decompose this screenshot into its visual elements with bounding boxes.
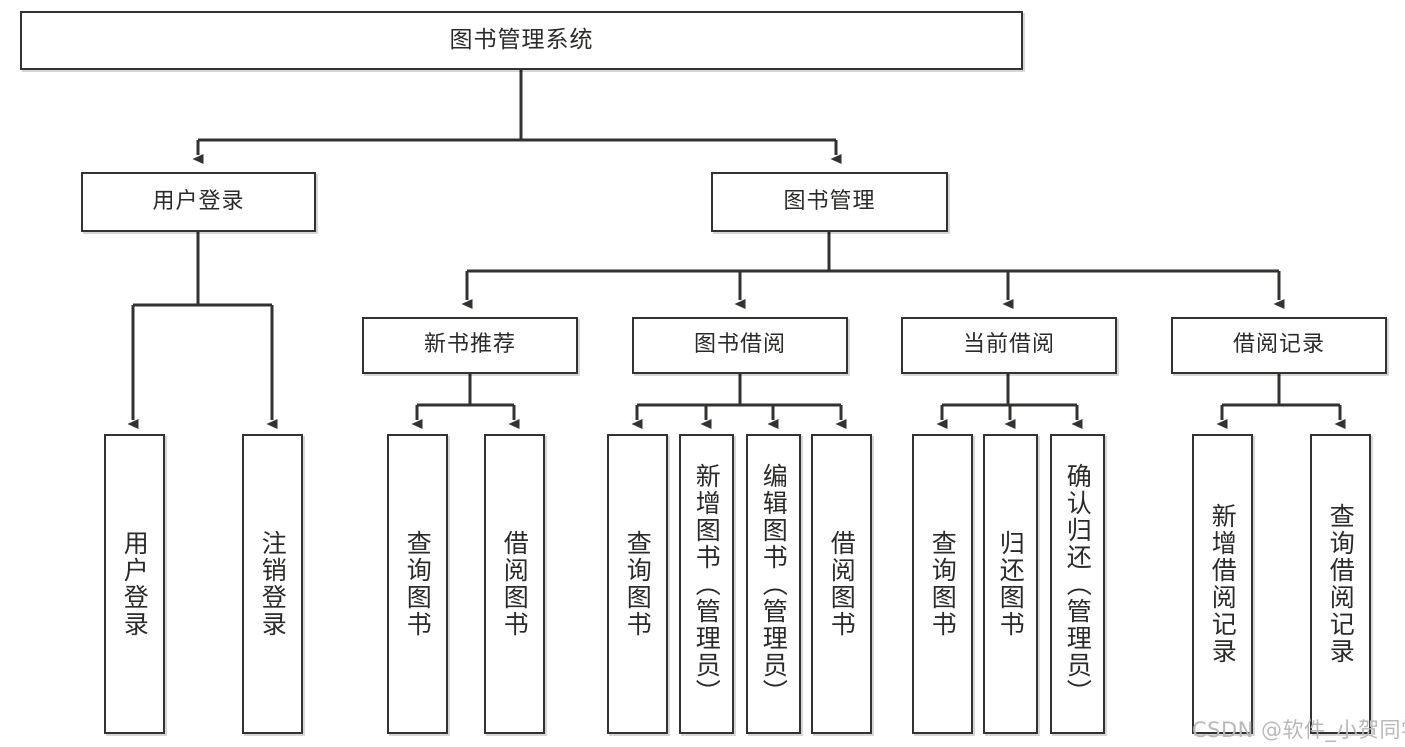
node-label: 借阅记录 xyxy=(1232,332,1325,358)
node-label: 借阅图书 xyxy=(500,530,530,638)
node-label: 当前借阅 xyxy=(962,332,1055,358)
leaf-edit-book-admin[interactable]: 编辑图书（管理员） xyxy=(746,434,801,734)
node-label: 图书管理系统 xyxy=(449,26,594,53)
node-label: 查询图书 xyxy=(928,530,958,638)
node-label: 新增图书（管理员） xyxy=(692,462,722,706)
node-label: 用户登录 xyxy=(152,188,245,214)
csdn-watermark: CSDN @软件_小贺同学 xyxy=(1192,718,1405,742)
node-label: 查询图书 xyxy=(403,530,433,638)
leaf-confirm-return-admin[interactable]: 确认归还（管理员） xyxy=(1050,434,1105,734)
leaf-borrow-books[interactable]: 借阅图书 xyxy=(811,434,872,734)
leaf-query-borrowing-record[interactable]: 查询借阅记录 xyxy=(1310,434,1371,734)
node-label: 查询借阅记录 xyxy=(1326,503,1356,665)
leaf-query-books-borrowing[interactable]: 查询图书 xyxy=(607,434,668,734)
node-book-borrowing[interactable]: 图书借阅 xyxy=(632,317,848,374)
leaf-add-borrowing-record[interactable]: 新增借阅记录 xyxy=(1192,434,1253,734)
node-label: 编辑图书（管理员） xyxy=(759,462,789,706)
leaf-borrow-books-recommendation[interactable]: 借阅图书 xyxy=(484,434,545,734)
node-label: 新增借阅记录 xyxy=(1208,503,1238,665)
leaf-query-books-current[interactable]: 查询图书 xyxy=(912,434,973,734)
leaf-user-login[interactable]: 用户登录 xyxy=(104,434,165,734)
node-label: 借阅图书 xyxy=(827,530,857,638)
node-label: 归还图书 xyxy=(996,530,1026,638)
node-current-borrowing[interactable]: 当前借阅 xyxy=(901,317,1117,374)
node-label: 确认归还（管理员） xyxy=(1063,462,1093,706)
leaf-return-books[interactable]: 归还图书 xyxy=(983,434,1038,734)
node-root-book-management-system[interactable]: 图书管理系统 xyxy=(20,11,1023,70)
node-label: 用户登录 xyxy=(120,530,150,638)
node-label: 图书借阅 xyxy=(693,332,786,358)
leaf-logout[interactable]: 注销登录 xyxy=(242,434,303,734)
node-label: 新书推荐 xyxy=(423,332,516,358)
node-book-management[interactable]: 图书管理 xyxy=(711,172,948,232)
node-borrowing-records[interactable]: 借阅记录 xyxy=(1171,317,1387,374)
leaf-add-book-admin[interactable]: 新增图书（管理员） xyxy=(679,434,734,734)
node-new-book-recommendation[interactable]: 新书推荐 xyxy=(362,317,578,374)
node-label: 注销登录 xyxy=(258,530,288,638)
node-label: 查询图书 xyxy=(623,530,653,638)
node-label: 图书管理 xyxy=(783,188,876,214)
node-user-login[interactable]: 用户登录 xyxy=(81,172,316,232)
leaf-query-books-recommendation[interactable]: 查询图书 xyxy=(387,434,448,734)
